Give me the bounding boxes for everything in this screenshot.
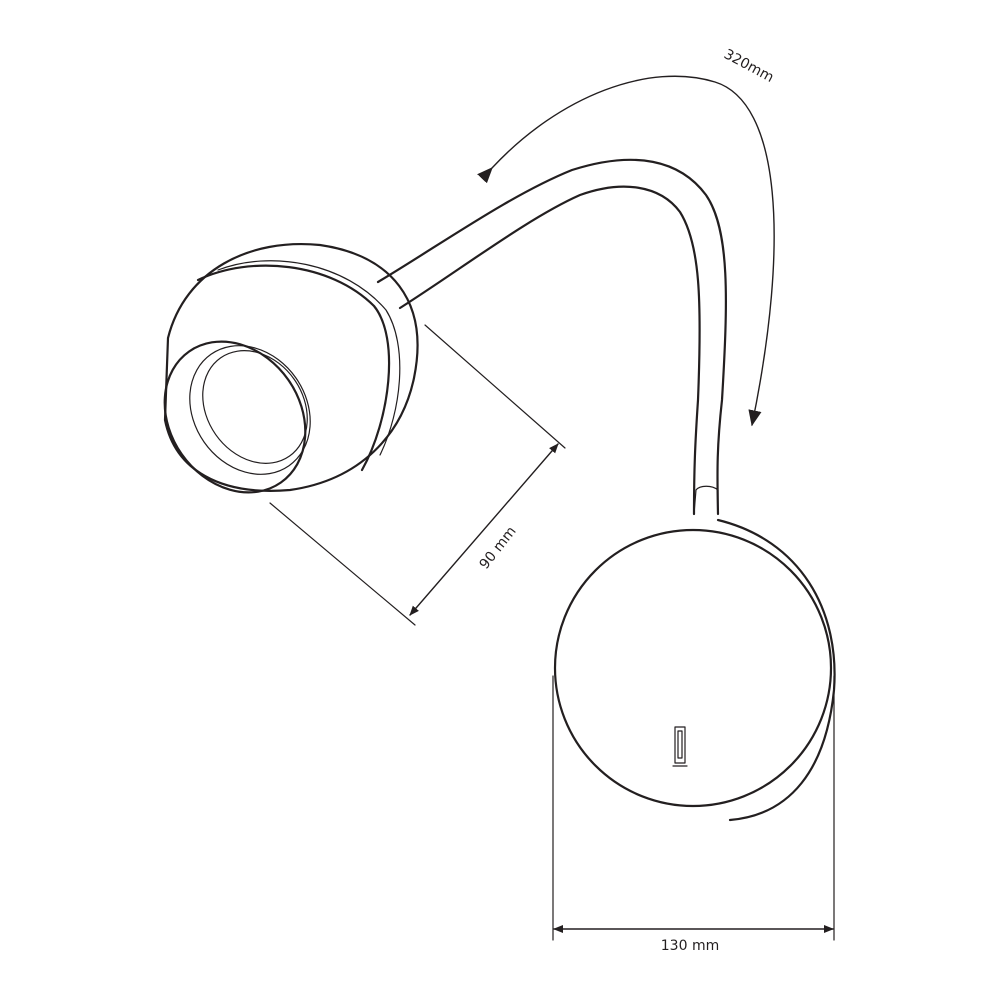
gooseneck-arm — [376, 158, 727, 516]
switch-icon — [672, 726, 688, 767]
base-width-dimension — [552, 675, 835, 941]
base-width-label: 130 mm — [661, 938, 719, 954]
lamp-head — [163, 243, 419, 494]
head-depth-dimension — [269, 324, 566, 626]
arm-length-arrow — [477, 75, 775, 427]
wall-base — [553, 518, 836, 822]
arm-length-label: 320mm — [721, 46, 776, 85]
